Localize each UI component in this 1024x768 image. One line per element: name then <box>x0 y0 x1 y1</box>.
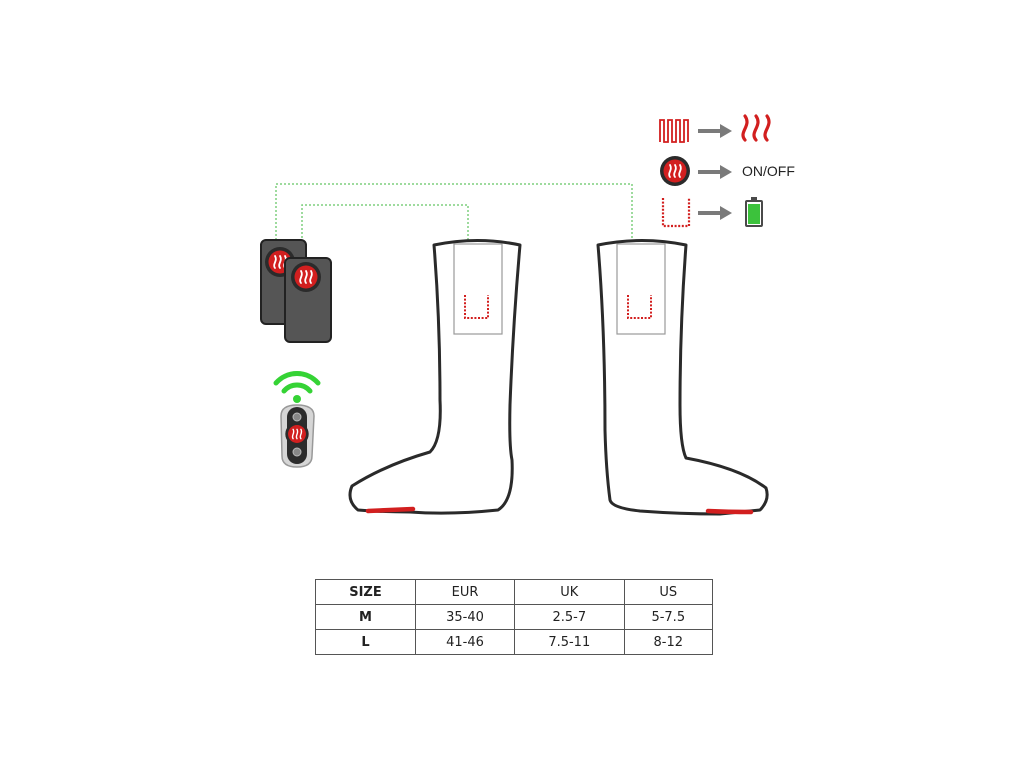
table-row: L 41-46 7.5-11 8-12 <box>315 629 714 655</box>
table-header-row: SIZE EUR UK US <box>315 579 714 605</box>
table-cell: 2.5-7 <box>514 604 625 630</box>
battery-pocket <box>453 243 503 335</box>
remote-control <box>280 404 315 468</box>
right-sock <box>596 239 769 516</box>
size-chart-table: SIZE EUR UK US M 35-40 2.5-7 5-7.5 L 41-… <box>315 579 714 655</box>
toe-heating-element <box>705 508 754 515</box>
remote-up-button <box>292 412 302 422</box>
wifi-signal-icon <box>273 371 321 403</box>
legend-battery-pocket-icon <box>661 198 691 228</box>
toe-heating-element <box>365 506 416 514</box>
legend-arrow-icon <box>698 124 732 138</box>
battery-pack-front <box>284 257 332 343</box>
table-header: UK <box>514 579 625 605</box>
battery-icon <box>745 197 763 227</box>
table-header: EUR <box>415 579 515 605</box>
remote-power-button <box>284 421 310 447</box>
table-header: SIZE <box>315 579 416 605</box>
table-cell: 5-7.5 <box>623 604 714 630</box>
table-cell: L <box>315 629 416 655</box>
on-off-label: ON/OFF <box>742 163 795 179</box>
legend-arrow-icon <box>698 206 732 220</box>
table-cell: M <box>315 604 416 630</box>
legend-heating-element-icon <box>659 119 689 143</box>
legend-power-button-icon <box>659 155 691 187</box>
connector-line-right <box>275 183 633 242</box>
connector-line-left <box>301 204 469 258</box>
table-cell: 8-12 <box>623 629 714 655</box>
table-header: US <box>623 579 714 605</box>
remote-down-button <box>292 447 302 457</box>
battery-pocket <box>616 243 666 335</box>
table-row: M 35-40 2.5-7 5-7.5 <box>315 604 714 630</box>
table-cell: 7.5-11 <box>514 629 625 655</box>
legend-arrow-icon <box>698 165 732 179</box>
heating-element-mark <box>464 295 489 319</box>
table-cell: 35-40 <box>415 604 515 630</box>
table-cell: 41-46 <box>415 629 515 655</box>
heating-element-mark <box>627 295 652 319</box>
left-sock <box>348 239 522 515</box>
heat-waves-icon <box>741 114 771 142</box>
